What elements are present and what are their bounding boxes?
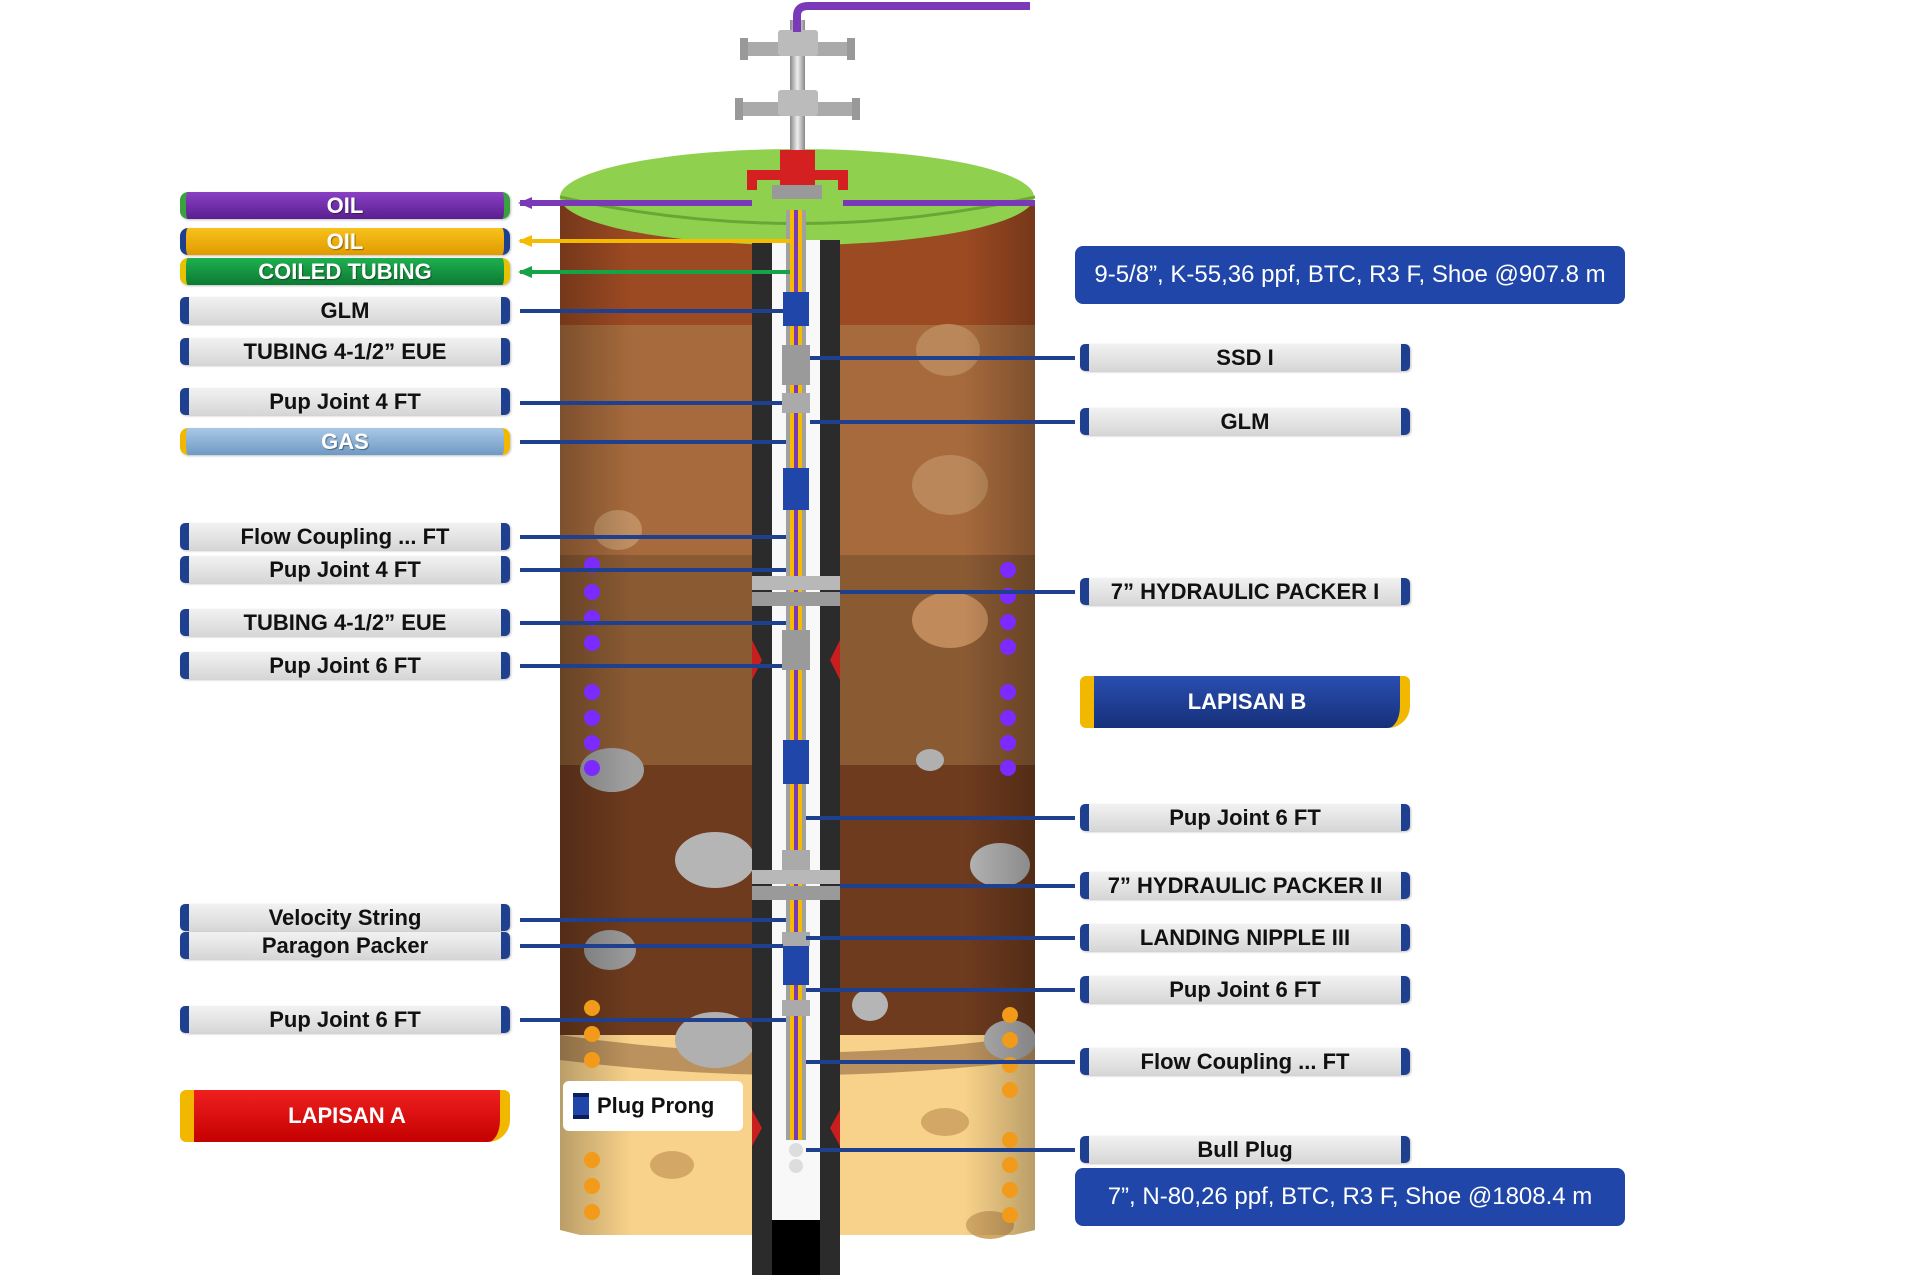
label-gas: GAS xyxy=(180,428,510,455)
label-oil-gold: OIL xyxy=(180,228,510,255)
label-ssd: SSD I xyxy=(1080,344,1410,371)
plug-prong-icon xyxy=(573,1093,589,1119)
label-pup-joint-6ft-left-1: Pup Joint 6 FT xyxy=(180,652,510,679)
casing-spec-surface: 9-5/8”, K-55,36 ppf, BTC, R3 F, Shoe @90… xyxy=(1075,246,1625,304)
label-hydraulic-packer-2: 7” HYDRAULIC PACKER II xyxy=(1080,872,1410,899)
label-landing-nipple: LANDING NIPPLE III xyxy=(1080,924,1410,951)
label-hydraulic-packer-1: 7” HYDRAULIC PACKER I xyxy=(1080,578,1410,605)
label-tubing-2: TUBING 4-1/2” EUE xyxy=(180,609,510,636)
flowline xyxy=(793,1,1030,32)
label-pup-joint-6ft-left-2: Pup Joint 6 FT xyxy=(180,1006,510,1033)
plug-prong-label: Plug Prong xyxy=(597,1093,715,1118)
label-coiled-tubing: COILED TUBING xyxy=(180,258,510,285)
label-pup-joint-4ft-2: Pup Joint 4 FT xyxy=(180,556,510,583)
zone-b-badge: LAPISAN B xyxy=(1080,676,1410,728)
label-pup-joint-6ft-right-2: Pup Joint 6 FT xyxy=(1080,976,1410,1003)
tubing-string xyxy=(752,210,840,1173)
label-glm-left: GLM xyxy=(180,297,510,324)
label-pup-joint-4ft-1: Pup Joint 4 FT xyxy=(180,388,510,415)
casing-spec-production: 7”, N-80,26 ppf, BTC, R3 F, Shoe @1808.4… xyxy=(1075,1168,1625,1226)
leader-arrowheads-left xyxy=(518,197,532,278)
label-glm-right: GLM xyxy=(1080,408,1410,435)
wellhead-icon xyxy=(735,20,860,199)
label-oil-purple: OIL xyxy=(180,192,510,219)
label-pup-joint-6ft-right-1: Pup Joint 6 FT xyxy=(1080,804,1410,831)
leader-lines-right xyxy=(806,356,1075,1152)
label-paragon-packer: Paragon Packer xyxy=(180,932,510,959)
perforation-dots-zone-a xyxy=(584,1000,1018,1223)
leader-lines-left xyxy=(520,201,790,1022)
label-flow-coupling-right: Flow Coupling ... FT xyxy=(1080,1048,1410,1075)
label-tubing-1: TUBING 4-1/2” EUE xyxy=(180,338,510,365)
zone-a-badge: LAPISAN A xyxy=(180,1090,510,1142)
plug-prong-legend: Plug Prong xyxy=(563,1081,743,1131)
label-bull-plug: Bull Plug xyxy=(1080,1136,1410,1163)
label-velocity-string: Velocity String xyxy=(180,904,510,931)
label-flow-coupling-left: Flow Coupling ... FT xyxy=(180,523,510,550)
